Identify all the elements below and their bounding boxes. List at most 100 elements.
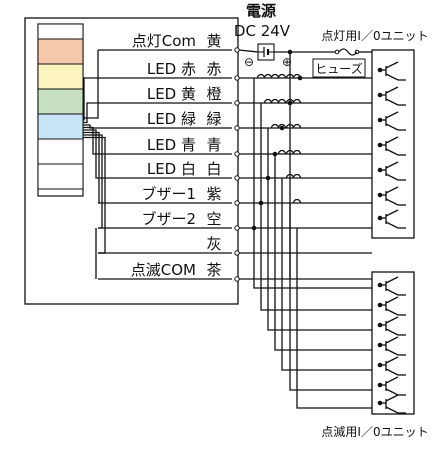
wire-color-label: 黄 [206, 32, 221, 50]
terminal-point [234, 175, 240, 181]
lamp-lead [83, 131, 100, 204]
wire-crossing [277, 123, 287, 129]
junction-dot [287, 49, 293, 55]
contact-lead [385, 394, 399, 402]
wire-crossing [292, 198, 302, 204]
wire-color-label: 空 [206, 210, 221, 228]
wire-color-label: 灰 [206, 235, 221, 253]
contact-lead [385, 148, 399, 156]
contact-lead [385, 209, 399, 217]
wire-crossing [277, 73, 287, 79]
wire-color-label: 青 [206, 136, 221, 154]
blink-wire [274, 154, 372, 351]
terminal-name: LED 緑 [147, 110, 196, 128]
blink-wire [281, 178, 372, 371]
terminal-name: LED 白 [147, 160, 196, 178]
io-unit-contacts [377, 61, 406, 414]
contact-lead [385, 161, 399, 169]
fuse-icon [334, 48, 360, 56]
power-minus-wire [238, 49, 259, 53]
wire-crossing [292, 98, 302, 104]
power-title: 電源 [246, 2, 276, 20]
lamp-lead [83, 129, 98, 179]
lamp-lead [83, 124, 98, 129]
terminal-name: ブザー2 [141, 210, 196, 228]
lighting-unit-label: 点灯用I／0ユニット [321, 29, 428, 43]
fuse-label: ヒューズ [315, 61, 362, 76]
terminal-point [234, 200, 240, 206]
contact-lead [385, 356, 399, 364]
tower-lamp-stack [37, 23, 84, 197]
contact-lead [385, 136, 399, 144]
contact-lead [385, 111, 399, 119]
contact-lead [385, 221, 399, 229]
terminal-labels: 点灯Com 黄 LED 赤赤 LED 黄橙 LED 緑緑 LED 青青 LED 白白ブザー1… [131, 32, 222, 279]
contact-lead [385, 61, 399, 69]
lamp-segment [37, 88, 84, 115]
blinking-unit-label: 点滅用I／0ユニット [321, 425, 428, 439]
terminal-name: 点滅COM [131, 261, 196, 279]
junction-dot [279, 125, 285, 131]
tower-lamp-cap [37, 23, 84, 40]
wire-color-label: 白 [206, 160, 221, 178]
contact-lead [385, 388, 399, 396]
contact-lead [385, 308, 399, 316]
contact-lead [385, 276, 399, 284]
fuse-label-box [312, 58, 366, 78]
power-minus-icon: ⊖ [244, 55, 254, 69]
contact-lead [385, 288, 399, 296]
contact-lead [385, 406, 399, 414]
wire-crossing [277, 149, 287, 155]
lamp-lead [83, 102, 98, 124]
terminal-point [234, 47, 240, 53]
wire-color-label: 茶 [206, 261, 221, 279]
lamp-segment [37, 63, 84, 90]
lamp-segment [37, 138, 84, 165]
contact-lead [385, 336, 399, 344]
terminal-name: LED 赤 [147, 60, 196, 78]
terminal-name: ブザー1 [141, 185, 196, 203]
contact-lead [385, 173, 399, 181]
wire-color-label: 紫 [206, 185, 221, 203]
wire-crossing [292, 73, 302, 79]
terminal-point [234, 250, 240, 256]
contact-lead [385, 186, 399, 194]
wire-color-label: 橙 [206, 85, 221, 103]
contact-lead [385, 73, 399, 81]
internal-wiring [83, 47, 372, 409]
terminal-point [234, 276, 240, 282]
contact-lead [385, 368, 399, 376]
contact-lead [385, 328, 399, 336]
lamp-segment [37, 163, 84, 190]
terminal-name: LED 黄 [147, 85, 196, 103]
terminal-point [234, 125, 240, 131]
contact-lead [385, 376, 399, 384]
blink-wire [253, 78, 372, 289]
terminal-name: 点灯Com [132, 32, 196, 50]
blink-wire [289, 203, 372, 391]
terminal-name: LED 青 [147, 136, 196, 154]
terminal-point [234, 151, 240, 157]
wire-color-label: 緑 [206, 110, 221, 128]
wire-color-label: 赤 [206, 60, 221, 78]
contact-lead [385, 296, 399, 304]
lamp-lead [83, 77, 98, 121]
blink-wire [267, 128, 372, 331]
terminal-point [234, 75, 240, 81]
contact-lead [385, 348, 399, 356]
wire-crossing [277, 98, 287, 104]
junction-dot [287, 100, 293, 106]
battery-icon [257, 43, 275, 61]
wire-crossing [292, 149, 302, 155]
lamp-lead [83, 134, 103, 229]
power-spec: DC 24V [234, 22, 291, 40]
wire-crossing [292, 123, 302, 129]
terminal-point [234, 100, 240, 106]
contact-lead [385, 316, 399, 324]
contact-lead [385, 86, 399, 94]
contact-lead [385, 98, 399, 106]
wire-crossing [292, 173, 302, 179]
contact-lead [385, 198, 399, 206]
